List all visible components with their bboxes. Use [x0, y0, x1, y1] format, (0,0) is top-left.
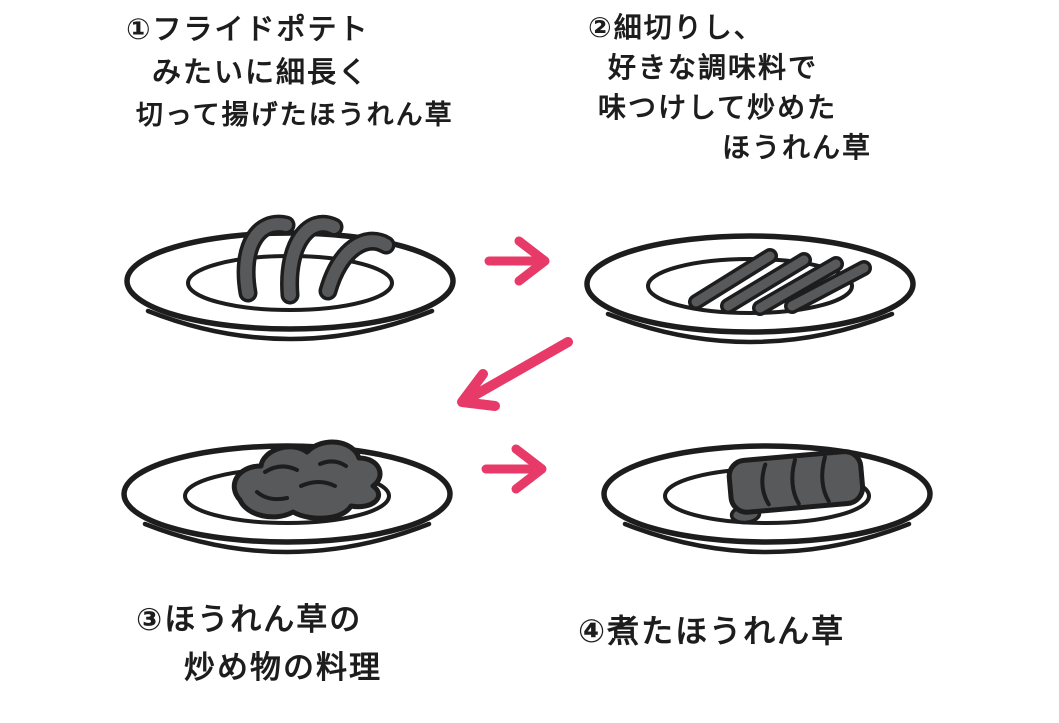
- step-3-label: ③ほうれん草の 炒め物の料理: [136, 596, 382, 692]
- arrow-right-icon: [481, 444, 547, 494]
- step-4-label-line-1: ④煮たほうれん草: [578, 612, 846, 650]
- step-1-label-line-1: ①フライドポテト: [126, 12, 370, 46]
- step-2-label: ②細切りし、 好きな調味料で 味つけして炒めた ほうれん草: [588, 8, 872, 168]
- plate-2-dish: [584, 233, 916, 345]
- simmered-spinach-block: [726, 449, 866, 525]
- spinach-pile: [231, 439, 383, 521]
- step-3-label-line-2: 炒め物の料理: [184, 650, 382, 686]
- plate-4-simmered-block-illustration: [601, 443, 933, 555]
- step-1-label-line-2: みたいに細長く: [152, 55, 370, 89]
- plate-2-stirfry-strips-illustration: [584, 233, 916, 345]
- step-2-label-line-1: ②細切りし、: [588, 11, 764, 44]
- step-2-label-line-2: 好きな調味料で: [608, 51, 819, 84]
- arrow-down-left-icon: [457, 337, 573, 411]
- step-2-label-line-3: 味つけして炒めた: [598, 91, 838, 124]
- step-3-label-line-1: ③ほうれん草の: [136, 602, 363, 638]
- arrow-right-icon: [484, 236, 550, 286]
- step-2-label-line-4: ほうれん草: [722, 131, 873, 164]
- step-1-label-line-3: 切って揚げたほうれん草: [136, 100, 454, 131]
- step-1-label: ①フライドポテト みたいに細長く 切って揚げたほうれん草: [126, 8, 454, 137]
- fried-spinach-sticks: [236, 214, 396, 305]
- spinach-strips: [688, 248, 872, 316]
- plate-3-stirfried-pile-illustration: [121, 439, 453, 555]
- plate-1-fried-spinach-illustration: [124, 214, 456, 342]
- step-4-label: ④煮たほうれん草: [578, 606, 845, 652]
